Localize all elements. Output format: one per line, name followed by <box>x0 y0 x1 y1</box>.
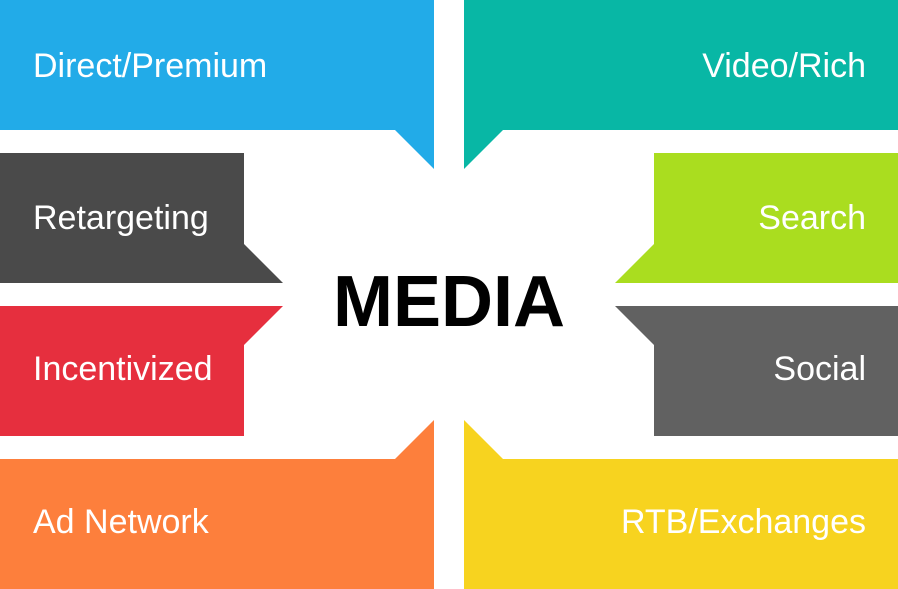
incentivized-label: Incentivized <box>33 350 213 388</box>
search-callout <box>615 153 898 283</box>
direct-premium-callout <box>0 0 434 169</box>
video-rich-label: Video/Rich <box>702 47 866 85</box>
ad-network-label: Ad Network <box>33 503 209 541</box>
video-rich-callout <box>464 0 898 169</box>
rtb-exchanges-callout <box>464 420 898 589</box>
social-callout <box>615 306 898 436</box>
ad-network-callout <box>0 420 434 589</box>
incentivized-callout <box>0 306 283 436</box>
direct-premium-label: Direct/Premium <box>33 47 268 85</box>
search-label: Search <box>758 199 866 237</box>
retargeting-callout <box>0 153 283 283</box>
center-title: MEDIA <box>333 262 565 342</box>
social-label: Social <box>773 350 866 388</box>
retargeting-label: Retargeting <box>33 199 209 237</box>
rtb-exchanges-label: RTB/Exchanges <box>620 503 866 541</box>
